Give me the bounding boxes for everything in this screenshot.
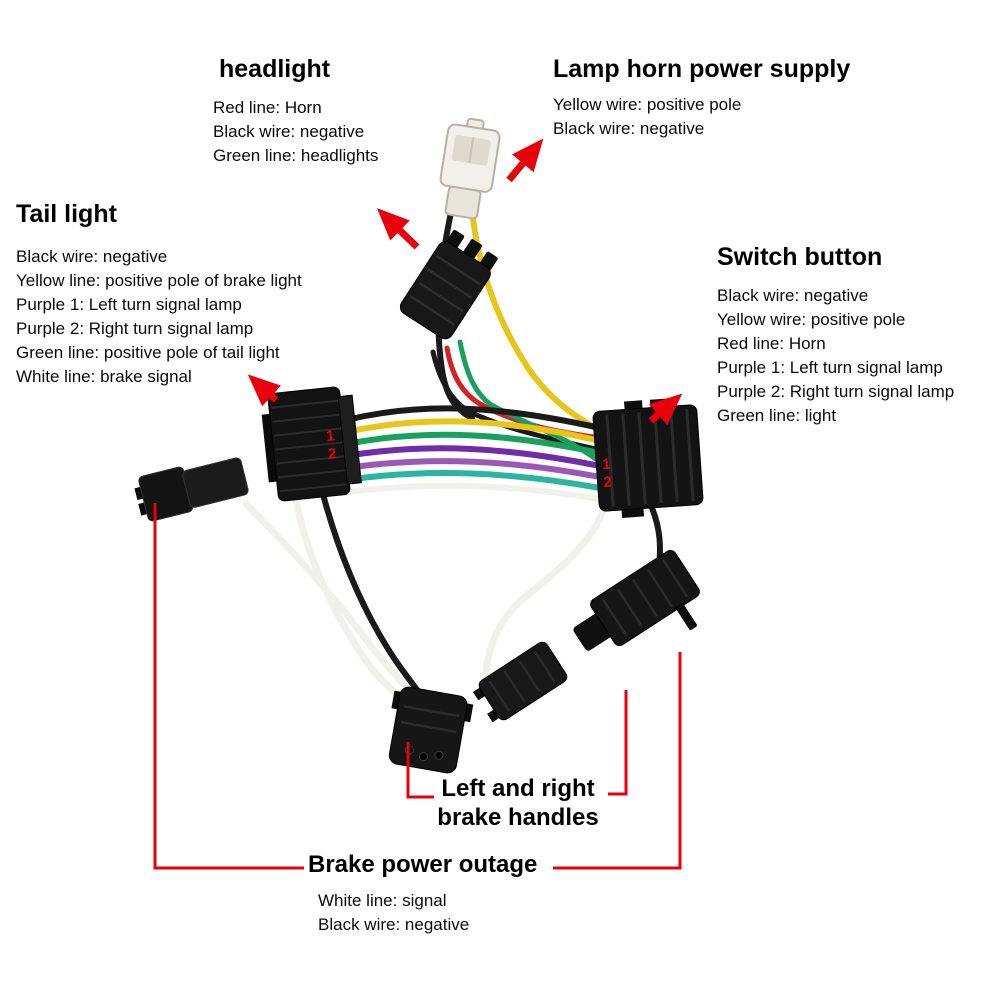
wire-white-brake-left2 (292, 496, 406, 702)
connector-ridges (270, 399, 348, 493)
brake-power-bracket-right (553, 652, 682, 870)
annotation-line: Yellow wire: positive pole (717, 310, 906, 329)
annotation-brake-power-outage: Brake power outage White line: signal Bl… (308, 851, 537, 937)
pin-number-1: 1 (325, 427, 335, 445)
annotation-line: Green line: positive pole of tail light (16, 343, 280, 362)
wire-yellow-bundle (343, 418, 603, 444)
pin-number-2: 2 (327, 445, 337, 463)
wire-white-brake-right (482, 504, 608, 696)
pin-number-2: 2 (603, 474, 613, 492)
red-annotation-layer (153, 138, 683, 870)
brake-handle-connector-right-plug (573, 549, 700, 651)
brake-power-title: Brake power outage (308, 851, 538, 878)
switch-button-connector: 1 2 (592, 398, 704, 518)
annotation-line: Black wire: negative (318, 915, 470, 934)
wire-yellow-top (469, 207, 609, 437)
brake-handles-bracket-left (406, 742, 434, 799)
wire-layer (242, 205, 663, 702)
connector-pin-stub (675, 603, 697, 630)
headlight-title: headlight (219, 55, 331, 83)
annotation-tail-light: Tail light Black wire: negative Yellow l… (16, 200, 302, 389)
tail-light-arrow-icon (247, 374, 282, 407)
annotation-line: Purple 1: Left turn signal lamp (16, 295, 242, 314)
connector-body (388, 686, 468, 774)
connector-ridges (400, 705, 460, 734)
annotation-headlight: headlight Red line: Horn Black wire: neg… (213, 55, 378, 168)
annotation-line: Red line: Horn (717, 334, 826, 353)
connector-ridges (409, 254, 481, 326)
annotation-line: Green line: light (717, 406, 837, 425)
pin-hole (418, 752, 428, 762)
connector-ridges (488, 651, 556, 713)
connector-divider (468, 137, 475, 164)
brake-handles-bracket-right (608, 690, 628, 796)
connector-cap (261, 413, 279, 483)
lamp-horn-arrow-icon (506, 138, 544, 183)
connector-ridges (605, 409, 695, 507)
annotation-line: Black wire: negative (553, 119, 705, 138)
headlight-arrow-icon (376, 208, 420, 250)
connector-wing (472, 687, 486, 701)
annotation-line: White line: signal (318, 891, 447, 910)
wire-green-headlight (457, 339, 603, 465)
pin-hole (434, 750, 444, 760)
switch-button-arrow-icon (648, 393, 683, 426)
annotation-line: Yellow wire: positive pole (553, 95, 742, 114)
annotation-line: Red line: Horn (213, 98, 322, 117)
brake-power-bracket-left (153, 503, 304, 870)
brake-power-connector (134, 457, 249, 522)
annotation-line: White line: brake signal (16, 367, 192, 386)
pin-number-1: 1 (602, 456, 612, 474)
wire-purple2-bundle (343, 458, 603, 480)
annotation-line: Yellow line: positive pole of brake ligh… (16, 271, 302, 290)
wire-white-brake-left (242, 500, 420, 702)
switch-button-title: Switch button (717, 243, 883, 271)
wire-white-bundle (343, 482, 603, 502)
annotation-line: Purple 1: Left turn signal lamp (717, 358, 943, 377)
annotation-switch-button: Switch button Black wire: negative Yello… (717, 243, 954, 428)
wire-black-brake-left (321, 495, 423, 697)
annotation-line: Black wire: negative (717, 286, 869, 305)
brake-handles-title-line1: Left and right (441, 775, 595, 802)
wire-purple1-bundle (343, 445, 603, 469)
tail-light-title: Tail light (16, 200, 117, 228)
connector-body (399, 241, 491, 340)
lamp-horn-title: Lamp horn power supply (553, 55, 851, 83)
wire-teal-bundle (343, 470, 603, 491)
connector-mate (182, 457, 249, 508)
tail-light-connector: 1 2 (261, 386, 362, 502)
headlight-connector (399, 229, 498, 340)
annotation-brake-handles: Left and right brake handles (418, 774, 618, 832)
connector-ridges (601, 559, 689, 637)
annotation-line: Black wire: negative (213, 122, 365, 141)
connector-pin-header (337, 394, 362, 485)
wire-green-bundle (343, 431, 603, 456)
annotation-line: Purple 2: Right turn signal lamp (16, 319, 254, 338)
annotation-line: Green line: headlights (213, 146, 379, 165)
connector-wing (487, 708, 501, 723)
annotation-lamp-horn-power-supply: Lamp horn power supply Yellow wire: posi… (553, 55, 850, 141)
brake-handle-connector-left (388, 686, 474, 774)
annotation-line: Purple 2: Right turn signal lamp (717, 382, 955, 401)
brake-handle-connector-right-socket (472, 641, 568, 723)
annotation-line: Black wire: negative (16, 247, 168, 266)
connector-neck (444, 185, 482, 220)
connector-tab (621, 508, 645, 518)
brake-handles-title-line2: brake handles (437, 804, 599, 831)
lamp-power-connector (439, 117, 501, 220)
wire-black-bundle (343, 405, 603, 431)
